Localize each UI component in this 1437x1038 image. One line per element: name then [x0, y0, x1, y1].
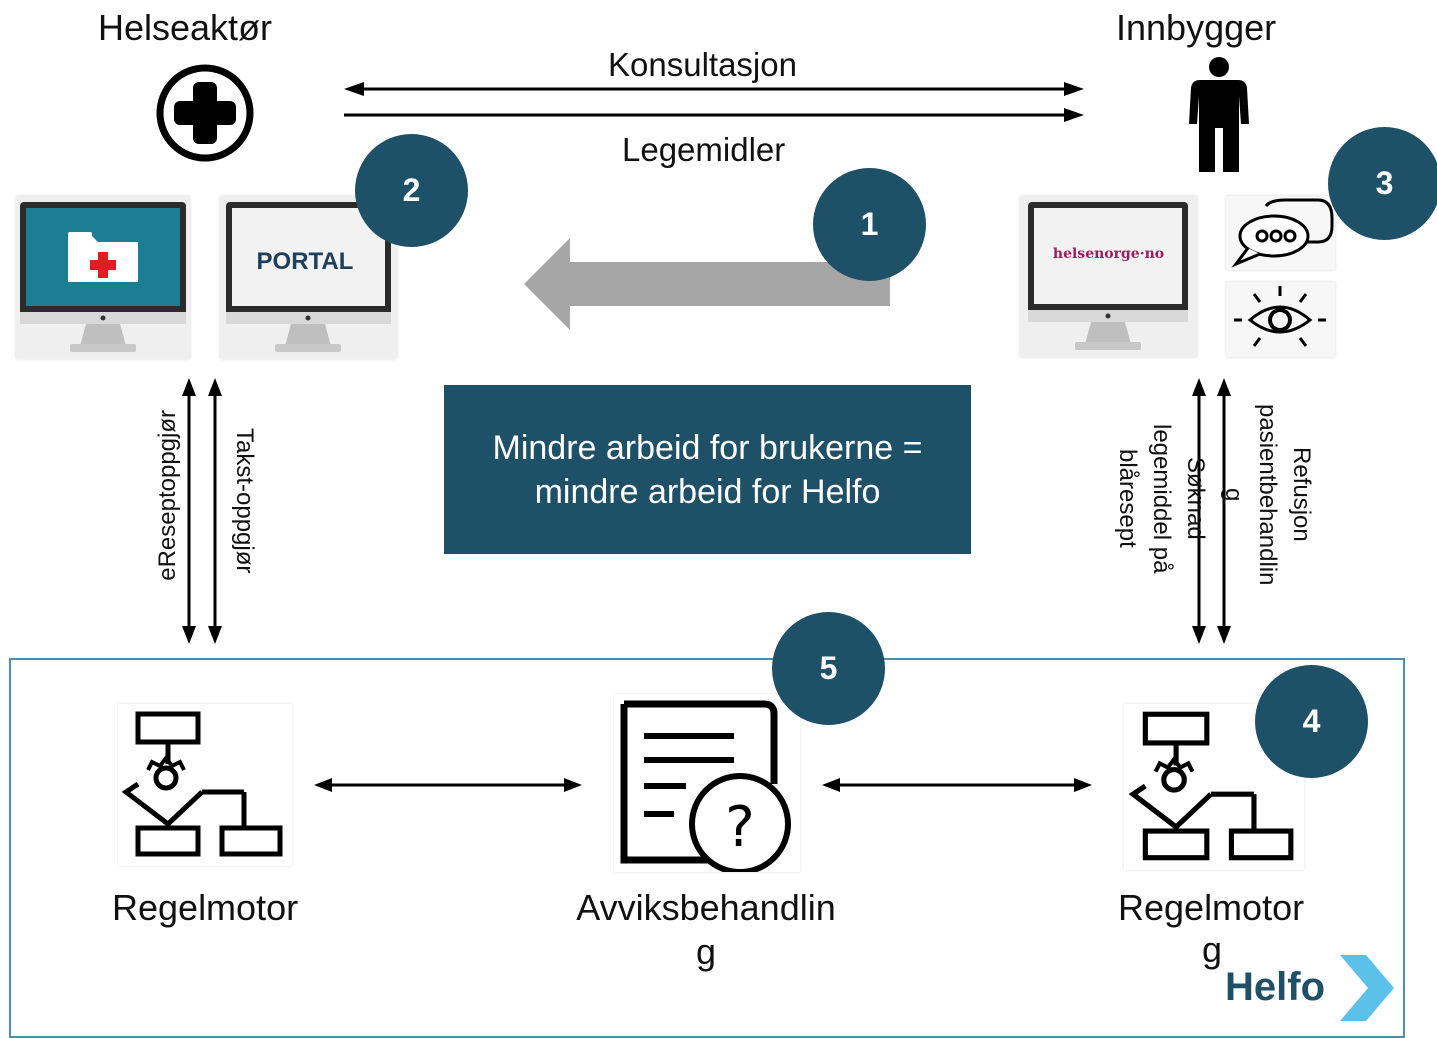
callout-line-2: mindre arbeid for Helfo [534, 472, 881, 511]
regelmotor-right-label: Regelmotor [1118, 887, 1305, 928]
badge-4: 4 [1255, 665, 1368, 778]
svg-text:?: ? [725, 795, 755, 860]
portal-monitor-icon [226, 202, 391, 352]
regelmotor-left-label: Regelmotor [112, 887, 299, 928]
health-cross-icon [156, 64, 254, 162]
helfo-logo-text: Helfo [1225, 965, 1325, 1009]
chat-bubble-icon [1231, 198, 1334, 268]
right-vertical-arrows [1192, 378, 1231, 644]
portal-computer-tile: PORTAL [220, 196, 397, 359]
rule-engine-icon [1128, 711, 1294, 861]
epj-computer-tile [16, 196, 190, 359]
helsenorge-screen-text: helsenorge·no [1052, 246, 1165, 262]
eye-icon [1234, 286, 1326, 347]
left-vertical-arrows [182, 378, 222, 644]
badge-5: 5 [772, 612, 885, 725]
avviksbehandling-line-1: Avviksbehandlin [576, 887, 836, 928]
right-horizontal-arrow [822, 778, 1092, 792]
regelmotor-right-extra: g [1202, 929, 1223, 970]
portal-screen-text: PORTAL [256, 248, 354, 275]
callout-box: Mindre arbeid for brukerne = mindre arbe… [444, 385, 971, 554]
helfo-chevron-icon [1340, 955, 1394, 1021]
epj-monitor-icon [20, 202, 186, 352]
refusjon-line-1: Refusjon [1288, 447, 1315, 543]
helsenorge-computer-tile: helsenorge·no [1020, 196, 1197, 357]
consult-label: Konsultasjon [608, 46, 797, 83]
refusjon-line-3: g [1220, 488, 1247, 502]
top-arrows [344, 82, 1084, 122]
refusjon-line-2: pasientbehandlin [1254, 404, 1281, 586]
helsenorge-monitor-icon [1028, 202, 1188, 350]
takst-oppgjor-label: Takst-oppgjør [231, 428, 258, 574]
deviation-doc-tile: ? [614, 694, 800, 875]
avviksbehandling-line-2: g [695, 931, 717, 972]
badge-2: 2 [355, 134, 468, 247]
person-icon [1189, 57, 1249, 172]
eye-tile [1226, 282, 1335, 357]
helseaktor-title: Helseaktør [98, 7, 273, 48]
chat-tile [1226, 196, 1335, 270]
soknad-line-3: blåresept [1114, 449, 1141, 549]
soknad-label: Søknad legemiddel på blåresept [1110, 424, 1212, 573]
left-horizontal-arrow [314, 778, 582, 792]
callout-line-1: Mindre arbeid for brukerne = [492, 428, 923, 467]
rule-engine-left-tile [118, 704, 292, 866]
medicine-label: Legemidler [622, 131, 786, 168]
rule-engine-icon [121, 711, 283, 857]
badge-1: 1 [813, 168, 926, 281]
ereseptoppgjor-label: eReseptoppgjør [154, 410, 181, 581]
document-question-icon: ? [620, 700, 791, 875]
badge-3: 3 [1328, 127, 1437, 240]
soknad-line-2: legemiddel på [1148, 424, 1175, 574]
soknad-line-1: Søknad [1182, 457, 1209, 541]
refusjon-label: Refusjon pasientbehandlin g [1216, 404, 1318, 586]
innbygger-title: Innbygger [1116, 7, 1277, 48]
gray-left-arrow [524, 238, 890, 330]
